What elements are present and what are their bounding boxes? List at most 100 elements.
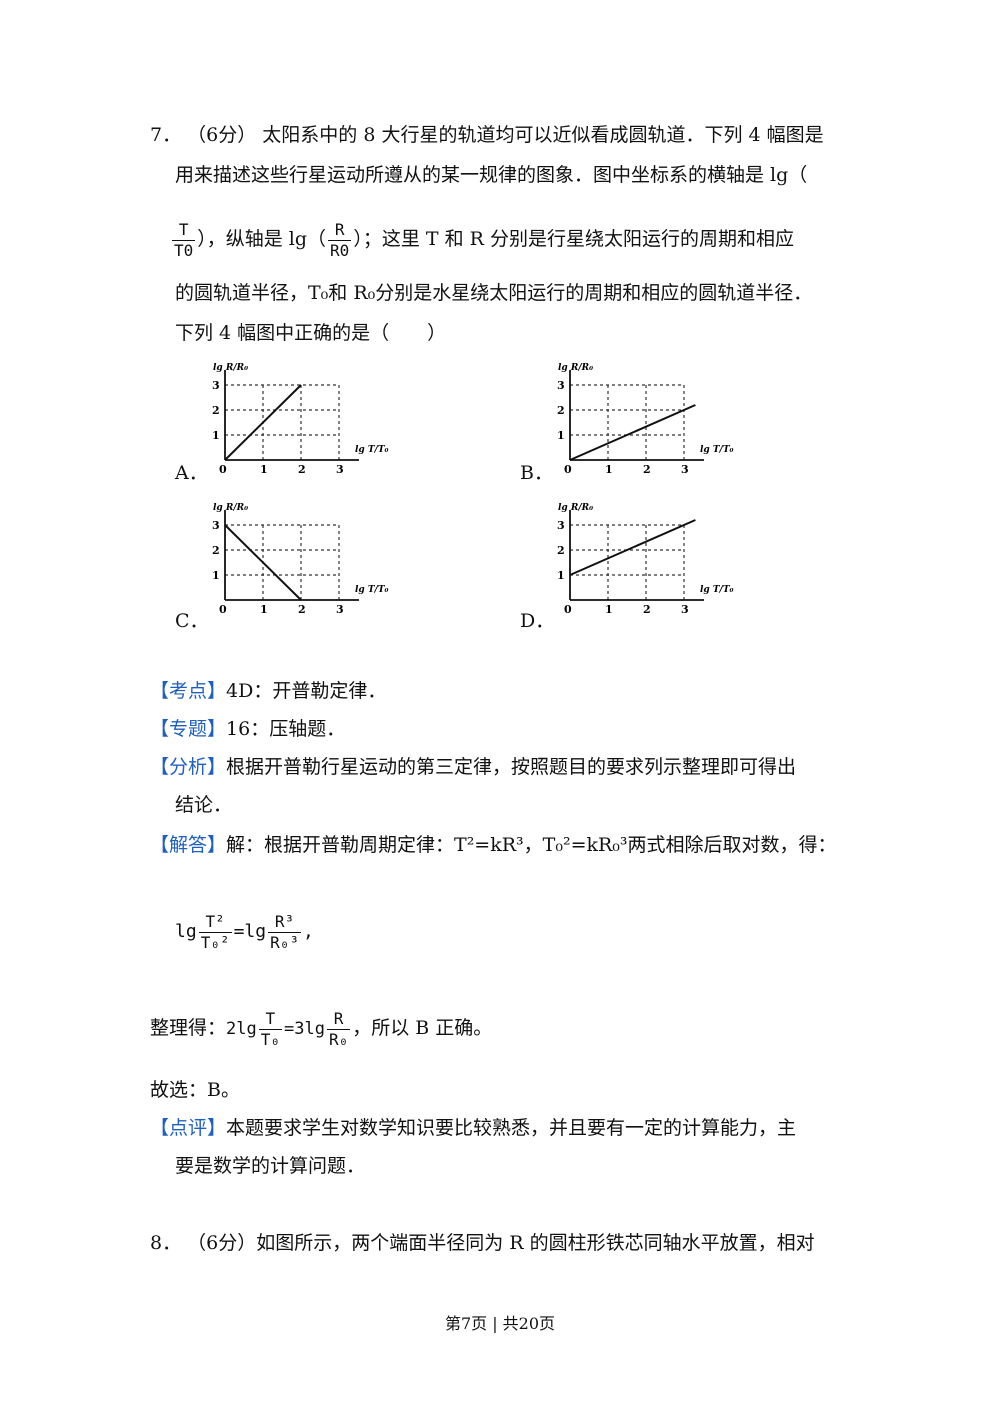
fenxi-tag: 【分析】	[150, 756, 227, 778]
data-line-c	[224, 524, 302, 601]
x-tick-label: 0	[219, 603, 227, 616]
kaodian-tag: 【考点】	[150, 680, 227, 702]
zhuanti-text: 16：压轴题．	[226, 718, 346, 740]
eq1-lg-left: lg	[175, 921, 197, 942]
y-axis-label: lg R/R₀	[213, 363, 248, 373]
q7-text-line1: 太阳系中的 8 大行星的轨道均可以近似看成圆轨道．下列 4 幅图是	[262, 124, 824, 146]
eq2-fraction-left: T T₀	[258, 1008, 282, 1050]
option-d-label: D．	[520, 610, 555, 632]
jieda-line: 【解答】解：根据开普勒周期定律：T²=kR³，T₀²=kR₀³两式相除后取对数，…	[150, 832, 837, 858]
q7-line5: 下列 4 幅图中正确的是（ ）	[175, 320, 446, 346]
fenxi-text2: 结论．	[175, 794, 233, 816]
q8-text: 如图所示，两个端面半径同为 R 的圆柱形铁芯同轴水平放置，相对	[256, 1232, 815, 1254]
x-tick-label: 2	[298, 603, 306, 616]
q7-text-line4: 的圆轨道半径，T₀和 R₀分别是水星绕太阳运行的周期和相应的圆轨道半径．	[175, 282, 813, 304]
q7-line4: 的圆轨道半径，T₀和 R₀分别是水星绕太阳运行的周期和相应的圆轨道半径．	[175, 280, 812, 306]
q8-points: （6分）	[187, 1232, 257, 1254]
answer-choice: 故选：B。	[150, 1079, 240, 1101]
x-tick-label: 1	[260, 603, 268, 616]
frac-denominator: R₀	[326, 1028, 351, 1049]
dianping-text2: 要是数学的计算问题．	[175, 1155, 366, 1177]
data-line-d	[569, 519, 696, 576]
eq1-end: ,	[303, 921, 314, 942]
jieda-tag: 【解答】	[150, 834, 227, 856]
x-tick-label: 1	[260, 463, 268, 476]
frac-denominator: T₀	[258, 1028, 282, 1049]
q7-number: 7．	[150, 124, 182, 146]
q7-line1: 7． （6分） 太阳系中的 8 大行星的轨道均可以近似看成圆轨道．下列 4 幅图…	[150, 122, 824, 148]
q7-line2: 用来描述这些行星运动所遵从的某一规律的图象．图中坐标系的横轴是 lg（	[175, 162, 807, 188]
eq2-end: ，所以 B 正确。	[352, 1017, 493, 1039]
kaodian-line: 【考点】4D：开普勒定律．	[150, 678, 386, 704]
zhuanti-tag: 【专题】	[150, 718, 227, 740]
fenxi-line2: 结论．	[175, 792, 232, 818]
x-tick-label: 3	[681, 463, 689, 476]
dianping-text1: 本题要求学生对数学知识要比较熟悉，并且要有一定的计算能力，主	[226, 1117, 797, 1139]
x-tick-label: 1	[605, 603, 613, 616]
eq1-fraction-left: T² T₀²	[198, 911, 232, 953]
frac-numerator: T²	[205, 911, 225, 931]
y-tick-label: 1	[212, 429, 220, 442]
q7-text-line2: 用来描述这些行星运动所遵从的某一规律的图象．图中坐标系的横轴是 lg（	[175, 164, 808, 186]
fenxi-line1: 【分析】根据开普勒行星运动的第三定律，按照题目的要求列示整理即可得出	[150, 754, 796, 780]
x-tick-label: 2	[643, 603, 651, 616]
x-tick-label: 3	[336, 603, 344, 616]
x-tick-label: 0	[564, 463, 572, 476]
fenxi-text1: 根据开普勒行星运动的第三定律，按照题目的要求列示整理即可得出	[226, 756, 797, 778]
y-axis-label: lg R/R₀	[558, 503, 593, 513]
frac-numerator: T	[178, 219, 189, 239]
y-tick-label: 1	[212, 569, 220, 582]
q7-text-line5: 下列 4 幅图中正确的是（ ）	[175, 322, 447, 344]
eq2-mid: =3lg	[284, 1019, 325, 1039]
y-tick-label: 1	[557, 569, 565, 582]
frac-denominator: T₀²	[198, 931, 232, 952]
zhengli-line: 整理得：2lg T T₀ =3lg R R₀ ，所以 B 正确。	[150, 996, 492, 1060]
dianping-line2: 要是数学的计算问题．	[175, 1153, 365, 1179]
data-line-b	[569, 404, 696, 461]
option-c-label: C．	[175, 610, 209, 632]
x-tick-label: 0	[219, 463, 227, 476]
guxuan-line: 故选：B。	[150, 1077, 240, 1103]
frac-numerator: R	[333, 1008, 344, 1028]
equation-1: lg T² T₀² =lg R³ R₀³ ,	[175, 900, 314, 964]
data-line-a	[224, 384, 302, 461]
y-axis-label: lg R/R₀	[213, 503, 248, 513]
frac-numerator: T	[265, 1008, 276, 1028]
y-tick-label: 2	[212, 404, 220, 417]
x-tick-label: 0	[564, 603, 572, 616]
option-a-label: A．	[175, 462, 208, 484]
q7-points: （6分）	[187, 124, 257, 146]
q8-number: 8．	[150, 1232, 182, 1254]
page-footer: 第7页 | 共20页	[444, 1314, 556, 1333]
y-tick-label: 3	[212, 379, 220, 392]
y-tick-label: 3	[212, 519, 220, 532]
q7-line3: T T0 ），纵轴是 lg（ R R0 ）；这里 T 和 R 分别是行星绕太阳运…	[170, 215, 794, 263]
eq2-left: 2lg	[226, 1019, 257, 1039]
y-tick-label: 1	[557, 429, 565, 442]
x-axis-label: lg T/T₀	[700, 445, 734, 455]
y-tick-label: 2	[557, 404, 565, 417]
y-tick-label: 3	[557, 379, 565, 392]
zhuanti-line: 【专题】16：压轴题．	[150, 716, 345, 742]
frac-denominator: R₀³	[268, 931, 302, 952]
zhengli-label: 整理得：	[150, 1017, 227, 1039]
y-axis-label: lg R/R₀	[558, 363, 593, 373]
y-tick-label: 3	[557, 519, 565, 532]
jieda-text: 解：根据开普勒周期定律：T²=kR³，T₀²=kR₀³两式相除后取对数，得：	[226, 834, 837, 856]
frac-numerator: R	[334, 219, 345, 239]
x-axis-label: lg T/T₀	[355, 445, 389, 455]
x-tick-label: 3	[681, 603, 689, 616]
eq1-mid: =lg	[233, 921, 267, 942]
frac-numerator: R³	[274, 911, 295, 931]
option-b-label: B．	[520, 462, 553, 484]
q7-text-line3-mid: ），纵轴是 lg（	[197, 228, 327, 250]
frac-denominator: R0	[328, 239, 352, 260]
x-tick-label: 2	[298, 463, 306, 476]
eq2-fraction-right: R R₀	[326, 1008, 351, 1050]
fraction-R-over-R0: R R0	[328, 219, 352, 261]
x-axis-label: lg T/T₀	[355, 585, 389, 595]
